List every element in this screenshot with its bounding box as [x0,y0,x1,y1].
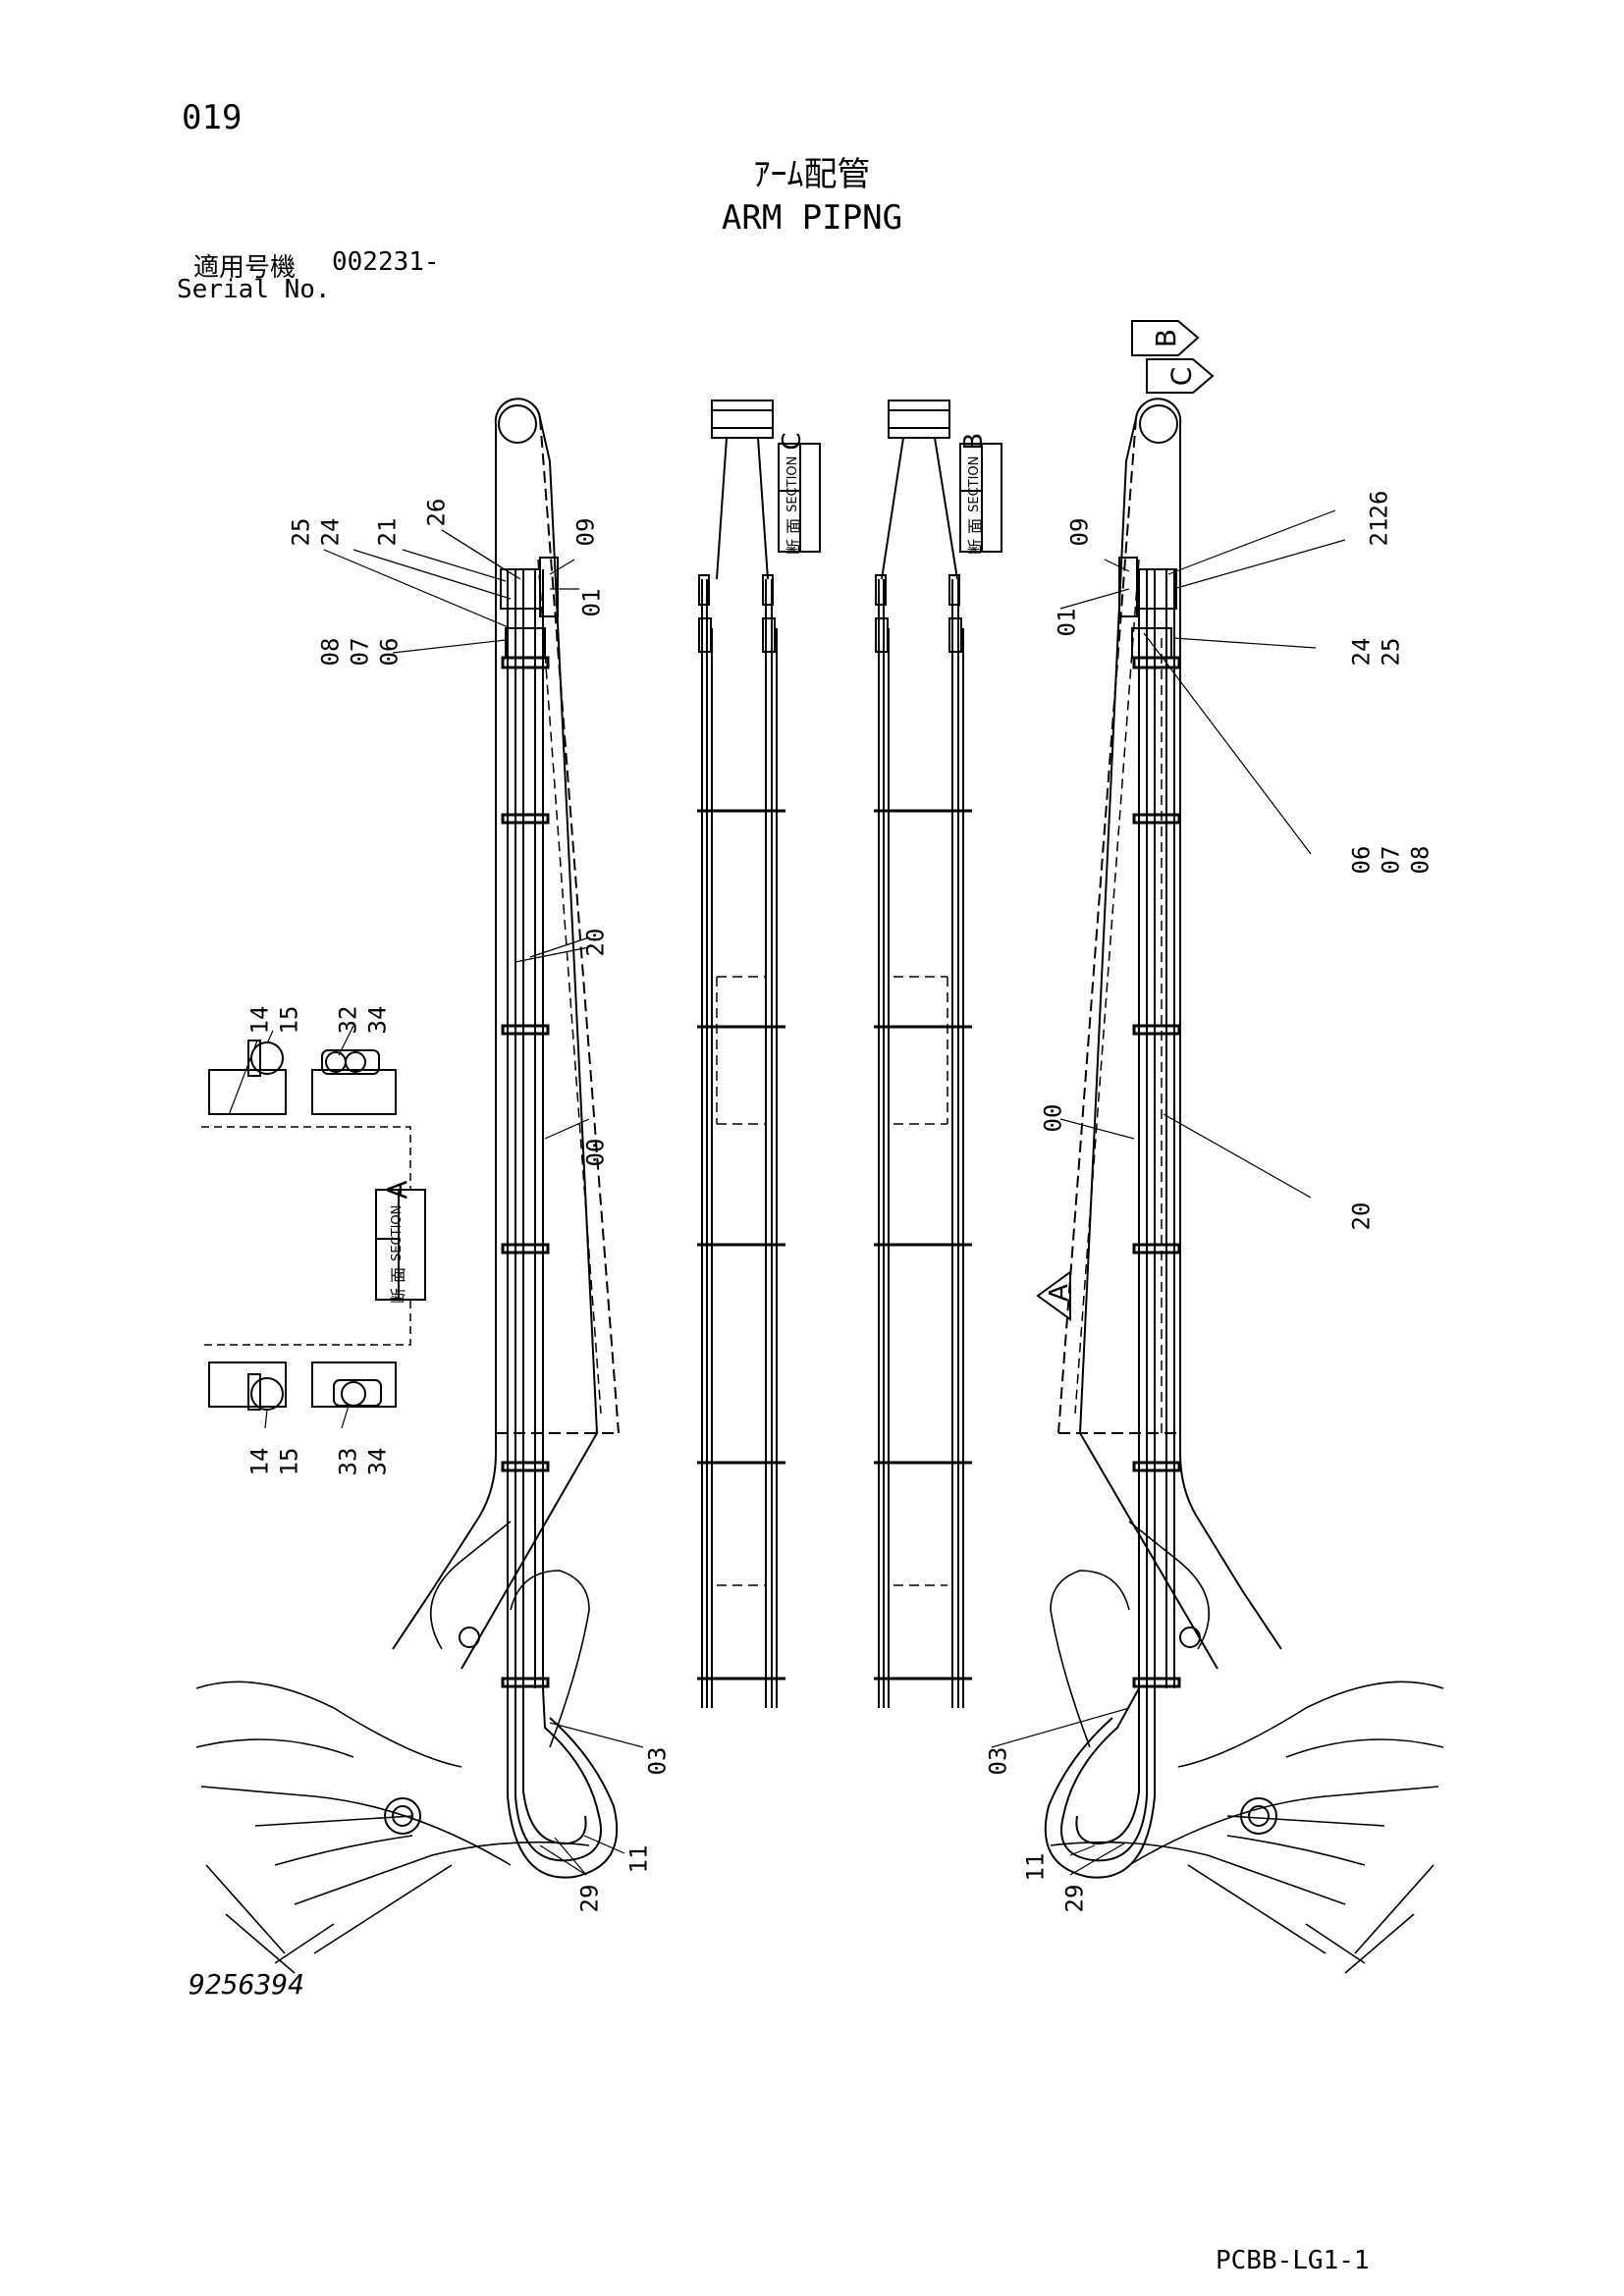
callout-right-06: 06 [1347,845,1376,875]
callout-right-24: 24 [1347,637,1376,667]
callout-right-08: 08 [1406,845,1435,875]
callout-right-29: 29 [1060,1884,1089,1913]
right-arm-top-pin [1139,404,1178,444]
view-marker-a-letter: A [1044,1284,1074,1302]
callout-section-a-15: 15 [275,1005,303,1035]
right-hose-loop [1060,1687,1148,1862]
right-top-fittings [1118,557,1177,659]
callout-section-a-34: 34 [363,1447,392,1476]
callout-left-01: 01 [577,588,606,617]
callout-left-00: 00 [581,1138,610,1167]
callout-right-03: 03 [984,1746,1012,1776]
left-arm-inner-line [537,559,602,1415]
drawing-number: 9256394 [189,1968,305,2001]
callout-left-08: 08 [316,637,345,667]
callout-left-07: 07 [346,637,374,667]
callout-left-06: 06 [375,637,404,667]
left-top-fittings [500,557,559,659]
callout-section-a-15: 15 [275,1447,303,1476]
section-a-label: 断 面 SECTION A [372,1180,421,1304]
title-english: ARM PIPNG [721,198,903,238]
callout-left-26: 26 [422,498,451,527]
section-b-danmen: 断 面 [966,517,985,555]
section-c-danmen: 断 面 [785,517,803,555]
section-c-word: SECTION [785,455,800,512]
callout-section-a-32: 32 [334,1005,362,1035]
callout-left-25: 25 [287,517,315,547]
right-boom-linkage [1050,1521,1444,1974]
section-c-letter: C [778,432,807,451]
section-b-view [874,400,1002,1708]
callout-right-07: 07 [1377,845,1405,875]
right-arm-view [1044,398,1444,1974]
section-a-danmen: 断 面 [389,1266,407,1304]
callout-right-25: 25 [1377,637,1405,667]
leader-lines [264,509,1346,1876]
view-marker-b [1131,320,1200,356]
left-pipe-bundle [507,569,544,1688]
section-a-word: SECTION [389,1204,405,1261]
callout-right-20: 20 [1347,1201,1376,1231]
view-marker-b-letter: B [1150,328,1183,348]
callout-left-29: 29 [575,1884,604,1913]
callout-right-09: 09 [1065,517,1094,547]
right-pipe-bundle [1138,569,1175,1688]
left-arm-top-pin [498,404,537,444]
serial-number-value: 002231- [332,247,440,277]
callout-left-11: 11 [624,1844,653,1874]
callout-right-26: 26 [1365,490,1393,519]
left-arm-outline [392,398,599,1670]
serial-label-japanese: 適用号機 [193,253,297,283]
view-markers [1036,320,1215,1321]
left-hose-loop [514,1687,602,1862]
callout-right-21: 21 [1365,517,1393,547]
view-marker-c-letter: C [1164,366,1198,387]
section-c-label: 断 面 SECTION C [772,432,813,555]
callout-section-a-34: 34 [363,1005,392,1035]
callout-left-09: 09 [571,517,600,547]
callout-right-11: 11 [1021,1852,1050,1882]
callout-left-03: 03 [643,1746,672,1776]
callout-left-20: 20 [581,928,610,957]
left-boom-linkage [195,1521,590,1974]
left-boom-pin [384,1797,421,1835]
right-arm-outline [1078,398,1282,1670]
callout-right-00: 00 [1039,1103,1067,1133]
right-arm-dashed-outline [1057,417,1180,1434]
right-boom-pin [1240,1797,1277,1835]
section-c-view [697,400,821,1708]
section-b-label: 断 面 SECTION B [953,433,995,555]
section-b-word: SECTION [966,455,982,512]
serial-label-english: Serial No. [177,275,331,304]
callout-section-a-33: 33 [334,1447,362,1476]
callout-left-24: 24 [316,517,345,547]
callout-right-01: 01 [1053,608,1081,637]
section-b-letter: B [959,432,989,451]
title-japanese: ｱｰﾑ配管 [753,155,871,194]
callout-section-a-14: 14 [245,1447,274,1476]
right-pipe-clamps [1132,656,1181,1688]
view-marker-a [1036,1270,1071,1321]
callout-section-a-14: 14 [245,1005,274,1035]
left-arm-view [195,398,620,1974]
callout-left-21: 21 [373,517,402,547]
section-a-letter: A [380,1180,413,1200]
page-number: 019 [182,98,243,137]
page-code: PCBB-LG1-1 [1216,2246,1370,2275]
view-marker-c [1146,358,1215,394]
